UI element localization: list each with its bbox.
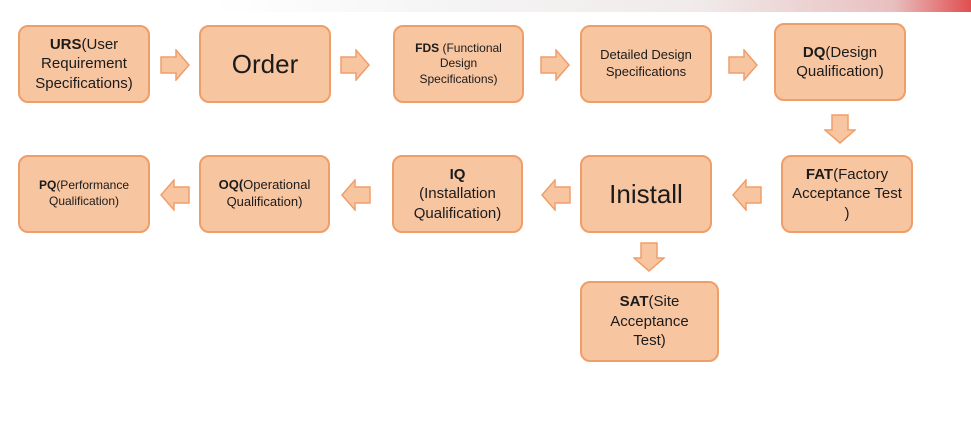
arrow-right-icon xyxy=(340,49,370,81)
urs-text: (User Requirement Specifications) xyxy=(35,35,133,92)
dq-box: DQ(Design Qualification) xyxy=(774,23,906,101)
order-text: Order xyxy=(231,48,299,79)
urs-box: URS(User Requirement Specifications) xyxy=(18,25,150,103)
arrow-right-icon xyxy=(160,49,190,81)
fds-text: (Functional Design Specifications) xyxy=(419,40,502,86)
sat-abbr: SAT xyxy=(619,293,649,311)
detailed-design-text: Detailed Design Specifications xyxy=(600,47,692,79)
arrow-right-icon xyxy=(540,49,570,81)
arrow-left-icon xyxy=(541,179,571,211)
arrow-left-icon xyxy=(341,179,371,211)
detailed-design-box: Detailed Design Specifications xyxy=(580,25,712,103)
pq-text: (Performance Qualification) xyxy=(48,178,130,208)
install-text: Inistall xyxy=(609,178,683,209)
pq-box: PQ(Performance Qualification) xyxy=(18,155,150,233)
fds-abbr: FDS xyxy=(415,40,440,55)
arrow-down-icon xyxy=(633,242,665,272)
iq-text: (Installation Qualification) xyxy=(413,185,502,222)
order-box: Order xyxy=(199,25,331,103)
pq-abbr: PQ xyxy=(38,178,57,193)
fat-box: FAT(Factory Acceptance Test ) xyxy=(781,155,913,233)
arrow-right-icon xyxy=(728,49,758,81)
fat-text: (Factory Acceptance Test ) xyxy=(792,165,902,222)
sat-text: (Site Acceptance Test) xyxy=(610,293,689,350)
dq-text: (Design Qualification) xyxy=(796,43,884,81)
install-box: Inistall xyxy=(580,155,712,233)
sat-box: SAT(Site Acceptance Test) xyxy=(580,281,719,362)
oq-box: OQ(Operational Qualification) xyxy=(199,155,330,233)
iq-abbr: IQ xyxy=(449,165,466,183)
top-decorative-bar xyxy=(0,0,971,12)
oq-text: Operational Qualification) xyxy=(226,177,311,209)
fds-box: FDS (Functional Design Specifications) xyxy=(393,25,524,103)
fat-abbr: FAT xyxy=(805,165,834,183)
dq-abbr: DQ xyxy=(802,43,826,61)
arrow-down-icon xyxy=(824,114,856,144)
iq-box: IQ (Installation Qualification) xyxy=(392,155,523,233)
arrow-left-icon xyxy=(732,179,762,211)
arrow-left-icon xyxy=(160,179,190,211)
urs-abbr: URS xyxy=(49,35,82,53)
oq-abbr: OQ( xyxy=(218,177,244,193)
